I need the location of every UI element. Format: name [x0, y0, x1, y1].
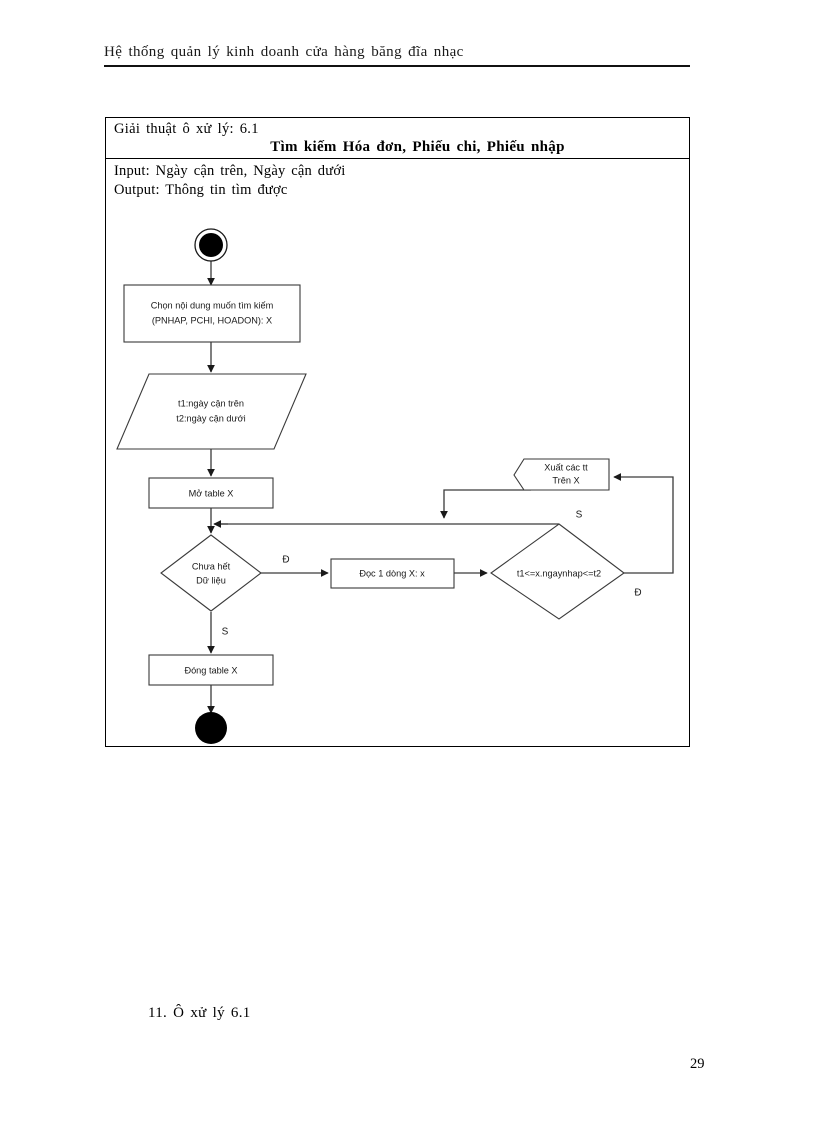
edge-label-range-true: Đ — [634, 588, 641, 599]
flowchart-diagram: read row --> right riser up to output bo… — [116, 228, 674, 744]
node-open-table-label: Mở table X — [189, 488, 234, 498]
node-not-eof-line2: Dữ liệu — [196, 575, 226, 585]
node-choose-content-line2: (PNHAP, PCHI, HOADON): X — [152, 315, 272, 325]
node-date-range-label: t1<=x.ngaynhap<=t2 — [517, 568, 601, 578]
algorithm-io-block: Input: Ngày cận trên, Ngày cận dưới Outp… — [106, 159, 689, 202]
algorithm-title: Tìm kiếm Hóa đơn, Phiếu chi, Phiếu nhập — [270, 139, 565, 155]
node-read-row: Đọc 1 dòng X: x — [330, 558, 455, 589]
page-number: 29 — [690, 1056, 705, 1072]
node-output-info-line2: Trên X — [552, 475, 579, 485]
node-input-dates-line1: t1:ngày cận trên — [178, 398, 244, 408]
node-date-range-decision: t1<=x.ngaynhap<=t2 — [490, 523, 625, 620]
node-not-eof-line1: Chưa hết — [192, 561, 231, 571]
node-read-row-label: Đọc 1 dòng X: x — [359, 568, 425, 578]
edge-label-range-false: S — [576, 510, 583, 521]
node-open-table: Mở table X — [148, 477, 274, 509]
figure-caption: 11. Ô xử lý 6.1 — [148, 1005, 251, 1021]
edge-range-true-to-output — [613, 473, 674, 574]
node-input-dates-line2: t2:ngày cận dưới — [176, 413, 245, 423]
running-head-text: Hệ thống quản lý kinh doanh cửa hàng băn… — [104, 44, 464, 60]
algorithm-input-line: Input: Ngày cận trên, Ngày cận dưới — [114, 163, 346, 179]
node-output-info-line1: Xuất các tt — [544, 462, 588, 472]
algorithm-id-label: Giải thuật ô xử lý: 6.1 — [114, 121, 259, 137]
node-choose-content: Chọn nội dung muốn tìm kiếm (PNHAP, PCHI… — [123, 284, 301, 343]
algorithm-output-line: Output: Thông tin tìm được — [114, 182, 288, 199]
end-node — [195, 712, 227, 744]
node-close-table: Đóng table X — [148, 654, 274, 686]
start-node — [194, 228, 228, 262]
node-input-dates: t1:ngày cận trên t2:ngày cận dưới — [116, 373, 307, 450]
algorithm-title-block: Giải thuật ô xử lý: 6.1 Tìm kiếm Hóa đơn… — [106, 118, 689, 159]
node-output-info: Xuất các tt Trên X — [513, 458, 610, 491]
node-choose-content-line1: Chọn nội dung muốn tìm kiếm — [151, 300, 274, 310]
document-running-header: Hệ thống quản lý kinh doanh cửa hàng băn… — [104, 44, 690, 67]
edge-label-noteof-true: Đ — [282, 555, 289, 566]
node-close-table-label: Đóng table X — [184, 665, 237, 675]
algorithm-frame: Giải thuật ô xử lý: 6.1 Tìm kiếm Hóa đơn… — [105, 117, 690, 747]
edge-output-to-rail — [440, 489, 531, 519]
header-divider-rule — [104, 65, 690, 67]
node-not-eof-decision: Chưa hết Dữ liệu — [160, 534, 262, 612]
edge-label-noteof-false: S — [222, 627, 229, 638]
